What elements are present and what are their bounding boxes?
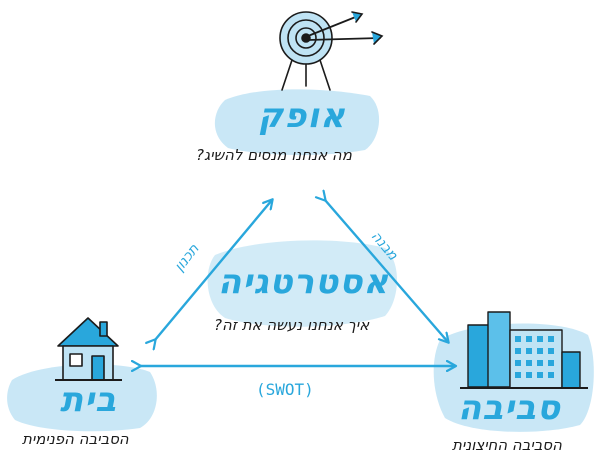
target-icon	[279, 11, 384, 91]
left-node-subtitle: הסביבה הפנימית	[22, 430, 129, 448]
arrow-left-edge	[155, 200, 272, 340]
wash-left	[7, 364, 157, 432]
bottom-edge-label: (SWOT)	[256, 380, 314, 399]
top-node-subtitle: מה אנחנו מנסים להשיג?	[196, 146, 352, 164]
arrow-right-edge	[325, 200, 448, 342]
wash-top	[214, 89, 380, 156]
center-node-title: אסטרטגיה	[218, 262, 390, 302]
house-icon	[55, 317, 122, 381]
right-node-subtitle: הסביבה החיצונית	[452, 436, 562, 454]
right-node-title: סביבה	[458, 388, 561, 428]
left-node-title: בית	[60, 380, 117, 420]
city-icon	[460, 311, 588, 389]
top-node-title: אופק	[258, 96, 346, 136]
center-node-subtitle: איך אנחנו נעשה את זה?	[214, 316, 370, 334]
